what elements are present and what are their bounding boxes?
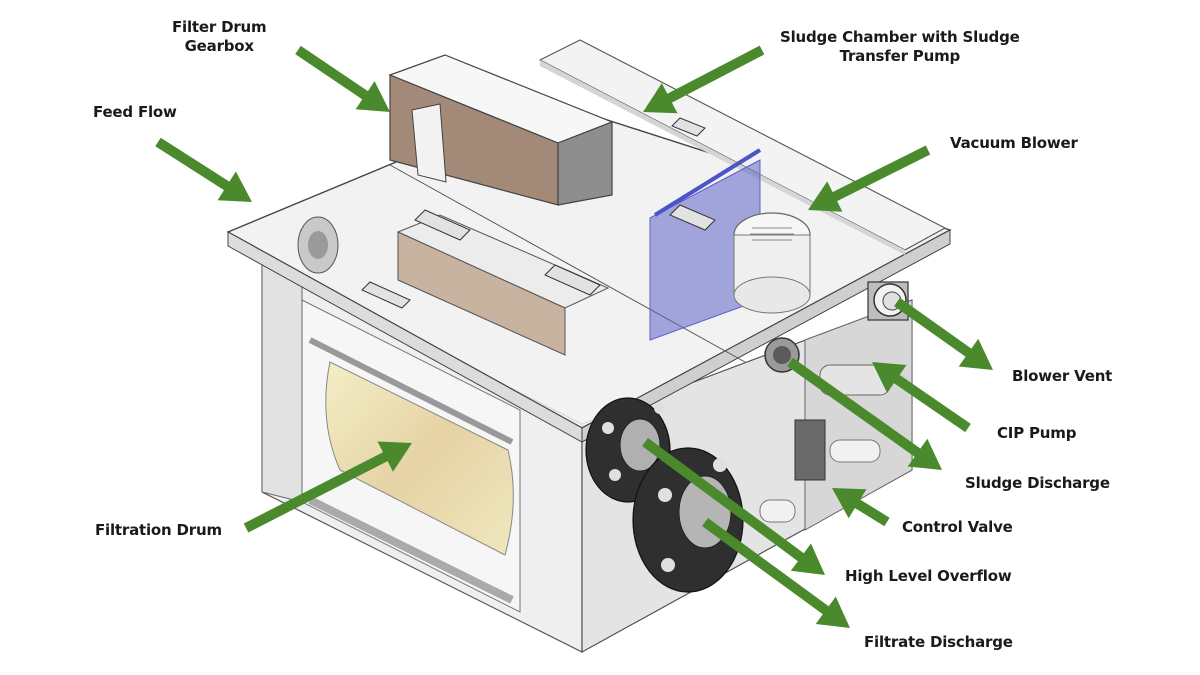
arrow-feed-flow <box>155 137 252 202</box>
arrow-high-level-overflow <box>642 438 825 575</box>
arrow-sludge-chamber <box>643 45 765 114</box>
arrow-filter-drum-gearbox <box>295 45 390 112</box>
filtration-drum <box>308 337 514 604</box>
label-filtrate-discharge: Filtrate Discharge <box>864 633 1013 651</box>
lid-hinges <box>361 117 716 309</box>
arrow-control-valve <box>832 488 890 527</box>
label-filter-drum-gearbox-line1: Filter Drum <box>172 18 267 36</box>
label-filter-drum-gearbox: Filter Drum Gearbox <box>172 18 267 56</box>
label-feed-flow: Feed Flow <box>93 103 177 121</box>
label-vacuum-blower: Vacuum Blower <box>950 134 1078 152</box>
label-high-level-overflow: High Level Overflow <box>845 567 1012 585</box>
vacuum-blower <box>733 212 811 314</box>
arrow-vacuum-blower <box>808 145 931 212</box>
arrow-filtration-drum <box>243 441 412 533</box>
feed-flow-flange <box>297 216 339 274</box>
label-filtration-drum: Filtration Drum <box>95 521 222 539</box>
label-filter-drum-gearbox-line2: Gearbox <box>184 37 255 55</box>
arrow-sludge-discharge <box>787 357 942 470</box>
arrow-cip-pump <box>872 362 971 433</box>
label-blower-vent: Blower Vent <box>1012 367 1113 385</box>
callout-arrows <box>155 45 993 628</box>
label-sludge-chamber: Sludge Chamber with Sludge Transfer Pump <box>780 28 1020 66</box>
label-sludge-chamber-line1: Sludge Chamber with Sludge <box>780 28 1020 46</box>
filter-drum-gearbox <box>388 54 614 206</box>
label-control-valve: Control Valve <box>902 518 1013 536</box>
arrow-filtrate-discharge <box>702 518 850 628</box>
label-sludge-discharge: Sludge Discharge <box>965 474 1110 492</box>
arrow-blower-vent <box>894 297 993 370</box>
label-cip-pump: CIP Pump <box>997 424 1077 442</box>
label-sludge-chamber-line2: Transfer Pump <box>839 47 961 65</box>
drum-housing <box>396 214 610 356</box>
